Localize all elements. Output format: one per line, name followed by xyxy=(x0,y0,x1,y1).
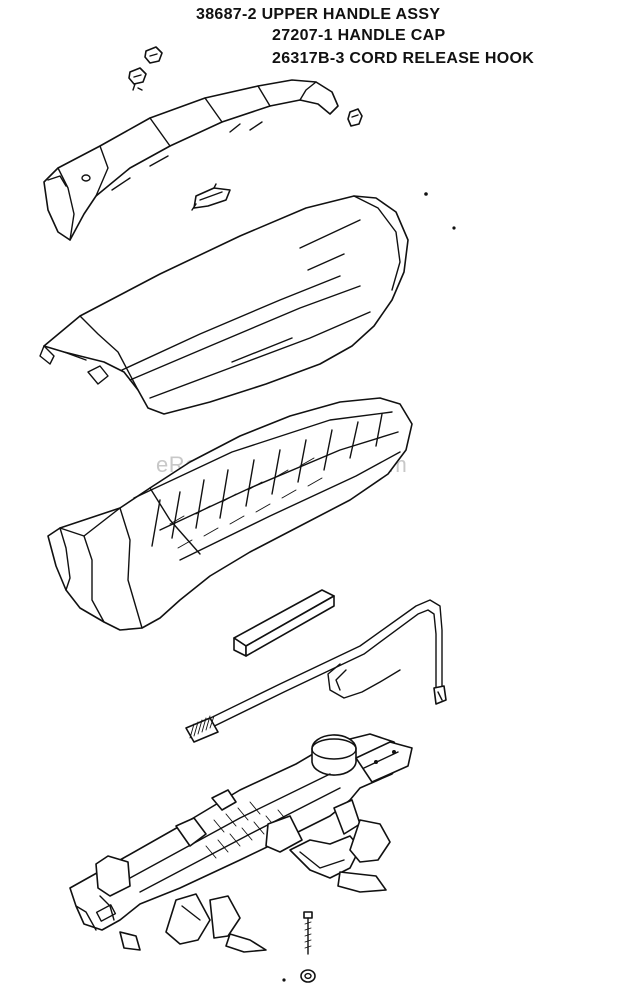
upper-handle-assy xyxy=(43,79,339,241)
lower-handle-base xyxy=(69,733,413,953)
part-callouts: 38687-2 UPPER HANDLE ASSY 27207-1 HANDLE… xyxy=(0,0,620,80)
handle-cover xyxy=(39,195,409,415)
bottom-screw xyxy=(303,911,313,955)
cord-release-hook xyxy=(191,183,231,211)
wire-cord-hook xyxy=(189,599,447,737)
callout-handle-cap: 27207-1 HANDLE CAP xyxy=(272,27,446,44)
callout-cord-release-hook: 26317B-3 CORD RELEASE HOOK xyxy=(272,50,535,67)
ribbed-handle-shell xyxy=(47,397,413,631)
callout-upper-handle-assy: 38687-2 UPPER HANDLE ASSY xyxy=(196,6,441,23)
screw-pair xyxy=(128,46,163,91)
spring-pin xyxy=(185,715,219,743)
handle-cap-insert xyxy=(347,108,363,127)
foam-strip xyxy=(233,589,335,657)
bottom-nut xyxy=(300,969,316,983)
